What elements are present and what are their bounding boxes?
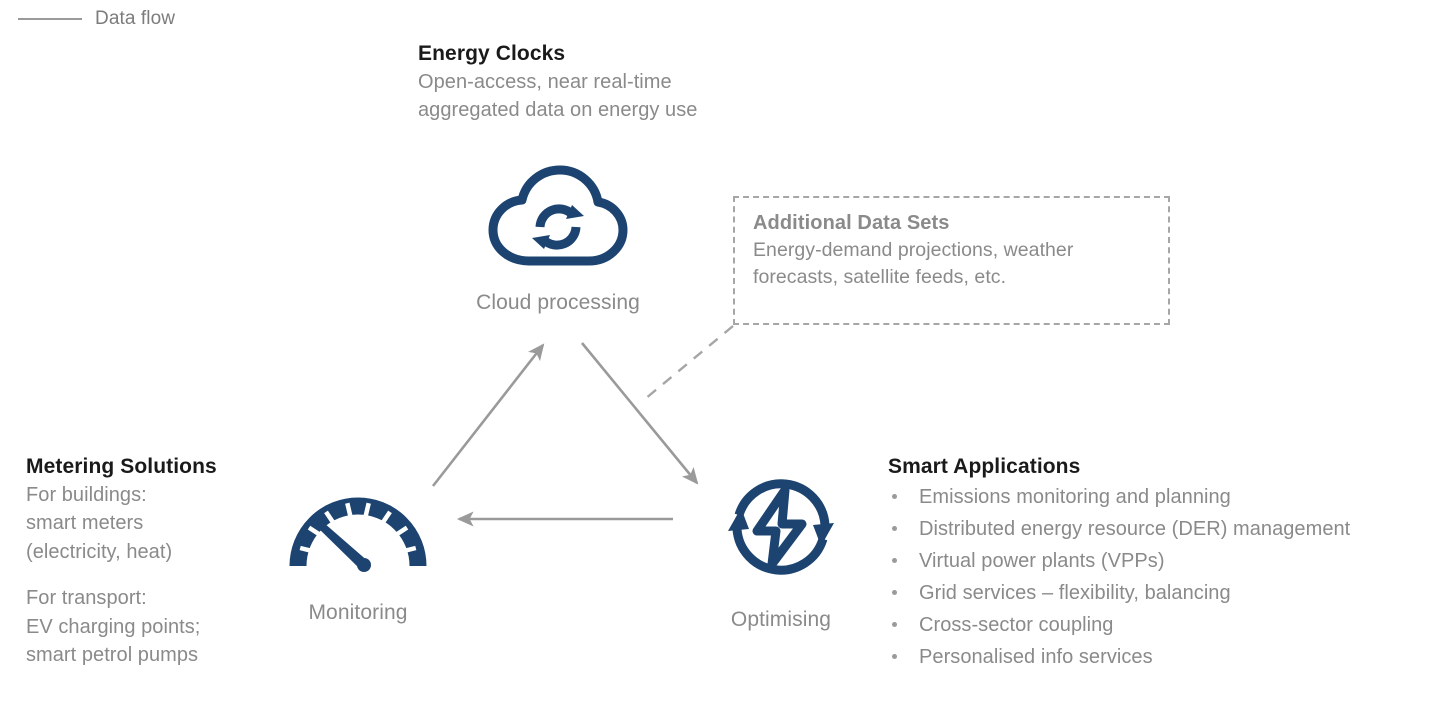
arrow-cloud-to-optimising	[580, 342, 699, 485]
metering-solutions-line-6: smart petrol pumps	[26, 643, 199, 666]
bullet-icon	[892, 622, 897, 627]
list-item: Virtual power plants (VPPs)	[888, 545, 1444, 577]
additional-data-sets-description: Energy-demand projections, weather forec…	[753, 237, 1152, 292]
energy-clocks-block: Energy Clocks Open-access, near real-tim…	[418, 42, 798, 125]
list-item: Emissions monitoring and planning	[888, 481, 1444, 513]
list-item-label: Virtual power plants (VPPs)	[919, 550, 1165, 572]
list-item-label: Cross-sector coupling	[919, 614, 1114, 636]
cloud-sync-icon	[488, 165, 628, 266]
bullet-icon	[892, 590, 897, 595]
node-optimising: Optimising	[716, 467, 846, 632]
list-item-label: Emissions monitoring and planning	[919, 486, 1231, 508]
metering-solutions-line-3: (electricity, heat)	[26, 540, 173, 563]
metering-solutions-line-1: For buildings:	[26, 484, 147, 506]
arrow-monitoring-to-cloud	[431, 343, 545, 487]
bullet-icon	[892, 558, 897, 563]
metering-solutions-spacer	[26, 566, 276, 584]
smart-applications-list: Emissions monitoring and planning Distri…	[888, 481, 1444, 673]
node-cloud-processing: Cloud processing	[468, 165, 648, 315]
dashed-line-additional-data-feed	[644, 325, 734, 400]
smart-applications-title: Smart Applications	[888, 455, 1081, 478]
list-item-label: Distributed energy resource (DER) manage…	[919, 518, 1351, 540]
bullet-icon	[892, 526, 897, 531]
smart-applications-block: Smart Applications Emissions monitoring …	[888, 455, 1444, 673]
node-monitoring-label: Monitoring	[308, 601, 408, 624]
additional-data-sets-line-1: Energy-demand projections, weather	[753, 239, 1074, 261]
metering-solutions-line-2: smart meters	[26, 512, 144, 535]
list-item: Grid services – flexibility, balancing	[888, 577, 1444, 609]
list-item: Personalised info services	[888, 641, 1444, 673]
energy-clocks-title: Energy Clocks	[418, 42, 566, 65]
gauge-icon	[289, 497, 427, 572]
metering-solutions-line-5: EV charging points;	[26, 615, 201, 638]
node-monitoring: Monitoring	[288, 482, 428, 625]
list-item-label: Personalised info services	[919, 646, 1153, 668]
bullet-icon	[892, 654, 897, 659]
node-cloud-processing-label: Cloud processing	[476, 291, 640, 314]
list-item-label: Grid services – flexibility, balancing	[919, 582, 1231, 604]
metering-solutions-title: Metering Solutions	[26, 455, 217, 478]
energy-cycle-icon	[728, 479, 834, 575]
additional-data-sets-box: Additional Data Sets Energy-demand proje…	[733, 196, 1170, 325]
list-item: Cross-sector coupling	[888, 609, 1444, 641]
metering-solutions-line-4: For transport:	[26, 587, 147, 610]
metering-solutions-block: Metering Solutions For buildings: smart …	[26, 455, 276, 669]
bullet-icon	[892, 494, 897, 499]
additional-data-sets-title: Additional Data Sets	[753, 212, 950, 234]
metering-solutions-description: For buildings: smart meters (electricity…	[26, 481, 276, 669]
flow-line-icon	[18, 18, 82, 20]
list-item: Distributed energy resource (DER) manage…	[888, 513, 1444, 545]
energy-clocks-description: Open-access, near real-time aggregated d…	[418, 68, 798, 125]
energy-clocks-line-1: Open-access, near real-time	[418, 71, 672, 93]
legend: Data flow	[18, 8, 175, 30]
legend-label: Data flow	[95, 8, 176, 29]
energy-clocks-line-2: aggregated data on energy use	[418, 99, 698, 122]
node-optimising-label: Optimising	[730, 608, 832, 631]
additional-data-sets-line-2: forecasts, satellite feeds, etc.	[753, 266, 1007, 289]
